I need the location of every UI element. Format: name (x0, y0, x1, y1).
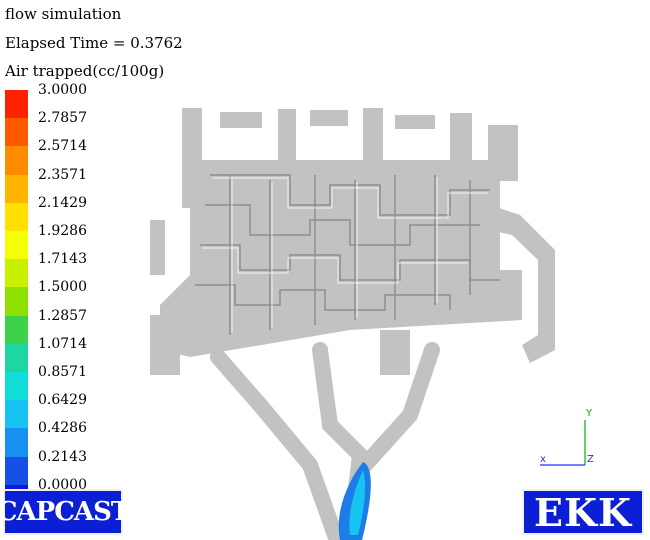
legend-swatch (5, 315, 28, 344)
legend-tick-label: 1.2857 (38, 307, 87, 324)
runner-mid (312, 342, 368, 463)
legend-tick-label: 2.7857 (38, 110, 87, 127)
flow-front-inner (349, 470, 366, 535)
runner-right (357, 342, 440, 473)
legend-swatch (5, 400, 28, 429)
legend-swatch (5, 202, 28, 231)
legend-tick-label: 3.0000 (38, 82, 87, 98)
elapsed-time: Elapsed Time = 0.3762 (5, 34, 183, 52)
legend-title: Air trapped(cc/100g) (5, 62, 165, 80)
legend-tick-label: 0.4286 (38, 420, 87, 437)
legend-tick-label: 0.2143 (38, 448, 87, 465)
legend-tick-label: 2.5714 (38, 138, 87, 155)
channel-highlight (231, 177, 438, 333)
x-axis-label: x (540, 454, 546, 465)
z-axis-label: Z (587, 454, 594, 465)
part-feature (150, 220, 165, 275)
legend-tick-label: 0.8571 (38, 364, 87, 380)
legend-swatch (5, 372, 28, 401)
legend-swatch (5, 146, 28, 175)
ekk-logo: EKK (522, 489, 644, 535)
part-feature (150, 315, 180, 375)
legend-swatch (5, 231, 28, 260)
legend-tick-label: 1.7143 (38, 251, 87, 268)
legend-tick-label: 2.3571 (38, 166, 87, 183)
legend-swatch (5, 174, 28, 203)
part-feature (220, 112, 262, 128)
channel-line (229, 175, 471, 335)
legend-swatch (5, 259, 28, 288)
legend-swatch (5, 90, 28, 119)
y-axis-label: Y (585, 408, 593, 419)
axis-triad: Y x Z (540, 408, 594, 466)
part-feature (395, 115, 435, 129)
legend-swatch (5, 456, 28, 485)
channel-highlight (202, 247, 468, 284)
part-feature (490, 205, 555, 363)
channel-line (205, 204, 480, 246)
legend-tick-label: 2.1429 (38, 194, 87, 211)
legend-swatch (5, 343, 28, 372)
color-legend: 3.0000 2.7857 2.5714 2.3571 2.1429 1.9286 1.71… (0, 0, 140, 513)
legend-tick-label: 1.0714 (38, 335, 87, 352)
legend-tick-label: 0.6429 (38, 392, 87, 409)
capcast-logo: CAPCAST (0, 489, 130, 535)
part-feature (310, 110, 348, 126)
legend-swatch (5, 428, 28, 457)
casting-geometry (150, 108, 555, 540)
simulation-title: flow simulation (5, 5, 122, 23)
legend-tick-label: 0.0000 (38, 476, 87, 493)
legend-swatch (5, 118, 28, 147)
channel-line (195, 284, 451, 311)
legend-tick-label: 1.9286 (38, 223, 87, 239)
channel-highlight (212, 177, 488, 219)
legend-swatch (5, 287, 28, 316)
legend-tick-label: 1.5000 (38, 279, 87, 296)
runner-left (210, 349, 343, 540)
part-feature (380, 330, 410, 375)
